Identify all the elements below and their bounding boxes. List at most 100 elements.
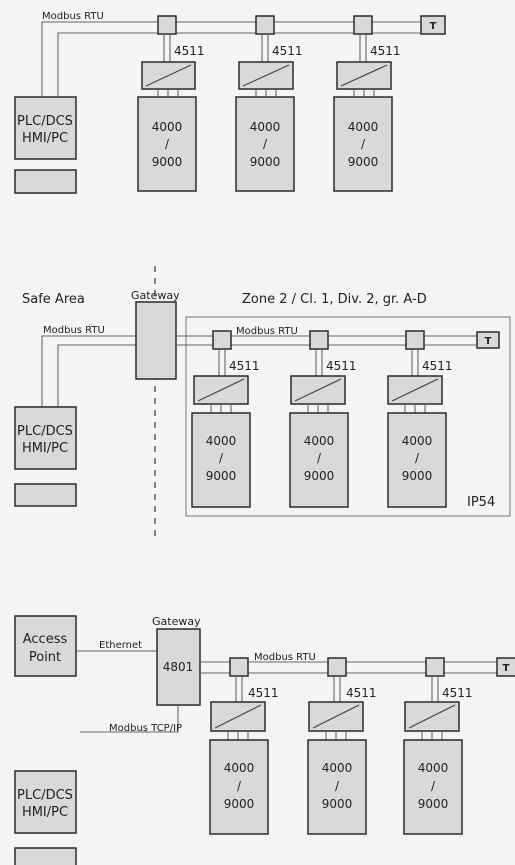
plc-label-line1: PLC/DCS	[17, 424, 73, 439]
diagram-1: Modbus RTU T PLC/DCS HMI/PC 4511 4000 / …	[14, 11, 446, 194]
device-label-line1: 4000	[418, 761, 449, 775]
plc-dcs-hmi-pc-box	[14, 96, 77, 160]
module-4511-label: 4511	[272, 44, 303, 58]
node-1: 4511 4000 / 9000	[191, 330, 260, 508]
modbus-rtu-label: Modbus RTU	[42, 11, 104, 22]
terminator-box	[420, 15, 446, 35]
safe-area-label: Safe Area	[22, 292, 85, 307]
module-4511-label: 4511	[174, 44, 205, 58]
bus-left-inner	[57, 344, 136, 407]
access-point-line2: Point	[29, 650, 61, 665]
terminator-box	[496, 657, 515, 677]
junction-box	[157, 15, 177, 35]
plc-label-line2: HMI/PC	[22, 131, 68, 146]
device-label-line1: 4000	[250, 120, 281, 134]
modbus-rtu-left-label: Modbus RTU	[43, 325, 105, 336]
device-label-line2: /	[335, 779, 340, 793]
device-label-line3: 9000	[322, 797, 353, 811]
junction-box	[212, 330, 232, 350]
junction-box	[229, 657, 249, 677]
device-box	[403, 739, 463, 835]
modbus-rtu-label: Modbus RTU	[254, 652, 316, 663]
device-box	[209, 739, 269, 835]
diagram-2: Safe Area Gateway Zone 2 / Cl. 1, Div. 2…	[14, 266, 511, 540]
node-2: 4511 4000 / 9000	[235, 15, 303, 192]
terminator-box	[476, 331, 500, 349]
terminator-label: T	[503, 663, 510, 674]
device-label-line3: 9000	[348, 155, 379, 169]
bus-left-outer	[41, 335, 136, 407]
junction-box	[255, 15, 275, 35]
device-box	[307, 739, 367, 835]
junction-box	[405, 330, 425, 350]
junction-box	[425, 657, 445, 677]
ip54-enclosure	[185, 316, 511, 517]
device-box	[235, 96, 295, 192]
device-label-line1: 4000	[206, 434, 237, 448]
device-label-line2: /	[263, 137, 268, 151]
gateway-id-label: 4801	[163, 660, 194, 674]
node-2: 4511 4000 / 9000	[307, 657, 377, 835]
module-4511-label: 4511	[229, 359, 260, 373]
plc-label-line1: PLC/DCS	[17, 788, 73, 803]
device-label-line2: /	[361, 137, 366, 151]
plc-sub-box	[14, 169, 77, 194]
device-label-line3: 9000	[224, 797, 255, 811]
node-3: 4511 4000 / 9000	[333, 15, 401, 192]
ethernet-label: Ethernet	[99, 640, 142, 651]
zone-label: Zone 2 / Cl. 1, Div. 2, gr. A-D	[242, 292, 427, 307]
device-box	[387, 412, 447, 508]
module-4511-label: 4511	[422, 359, 453, 373]
junction-box	[353, 15, 373, 35]
modbus-tcp-ip-label: Modbus TCP/IP	[109, 723, 182, 734]
plc-dcs-hmi-pc-box	[14, 406, 77, 470]
access-point-box	[14, 615, 77, 677]
device-label-line3: 9000	[402, 469, 433, 483]
access-point-line1: Access	[23, 632, 68, 647]
device-label-line1: 4000	[152, 120, 183, 134]
device-box	[289, 412, 349, 508]
modbus-rtu-right-label: Modbus RTU	[236, 326, 298, 337]
device-label-line1: 4000	[304, 434, 335, 448]
plc-label-line2: HMI/PC	[22, 805, 68, 820]
plc-sub-box	[14, 847, 77, 865]
module-4511-label: 4511	[326, 359, 357, 373]
node-3: 4511 4000 / 9000	[387, 330, 453, 508]
gateway-label: Gateway	[152, 615, 201, 628]
gateway-box	[135, 301, 177, 380]
ip54-label: IP54	[467, 495, 495, 510]
device-label-line2: /	[317, 451, 322, 465]
module-4511-label: 4511	[248, 686, 279, 700]
device-label-line2: /	[415, 451, 420, 465]
device-label-line3: 9000	[418, 797, 449, 811]
device-label-line3: 9000	[304, 469, 335, 483]
plc-label-line2: HMI/PC	[22, 441, 68, 456]
bus-line-inner	[57, 32, 420, 97]
device-label-line2: /	[237, 779, 242, 793]
device-label-line2: /	[165, 137, 170, 151]
module-4511-label: 4511	[346, 686, 377, 700]
bus-line-outer	[41, 21, 420, 97]
node-1: 4511 4000 / 9000	[209, 657, 279, 835]
device-box	[137, 96, 197, 192]
plc-label-line1: PLC/DCS	[17, 114, 73, 129]
device-box	[333, 96, 393, 192]
plc-dcs-hmi-pc-box	[14, 770, 77, 834]
module-4511-label: 4511	[442, 686, 473, 700]
junction-box	[309, 330, 329, 350]
diagram-3: Access Point Ethernet Gateway 4801 Modbu…	[14, 615, 515, 865]
gateway-4801-box	[156, 628, 201, 706]
device-label-line1: 4000	[402, 434, 433, 448]
device-label-line1: 4000	[322, 761, 353, 775]
device-label-line2: /	[431, 779, 436, 793]
plc-sub-box	[14, 483, 77, 507]
terminator-label: T	[430, 21, 437, 32]
terminator-label: T	[485, 336, 492, 347]
device-label-line1: 4000	[224, 761, 255, 775]
tcp-ip-line	[80, 705, 179, 733]
device-label-line3: 9000	[250, 155, 281, 169]
device-box	[191, 412, 251, 508]
device-label-line3: 9000	[206, 469, 237, 483]
node-3: 4511 4000 / 9000	[403, 657, 473, 835]
